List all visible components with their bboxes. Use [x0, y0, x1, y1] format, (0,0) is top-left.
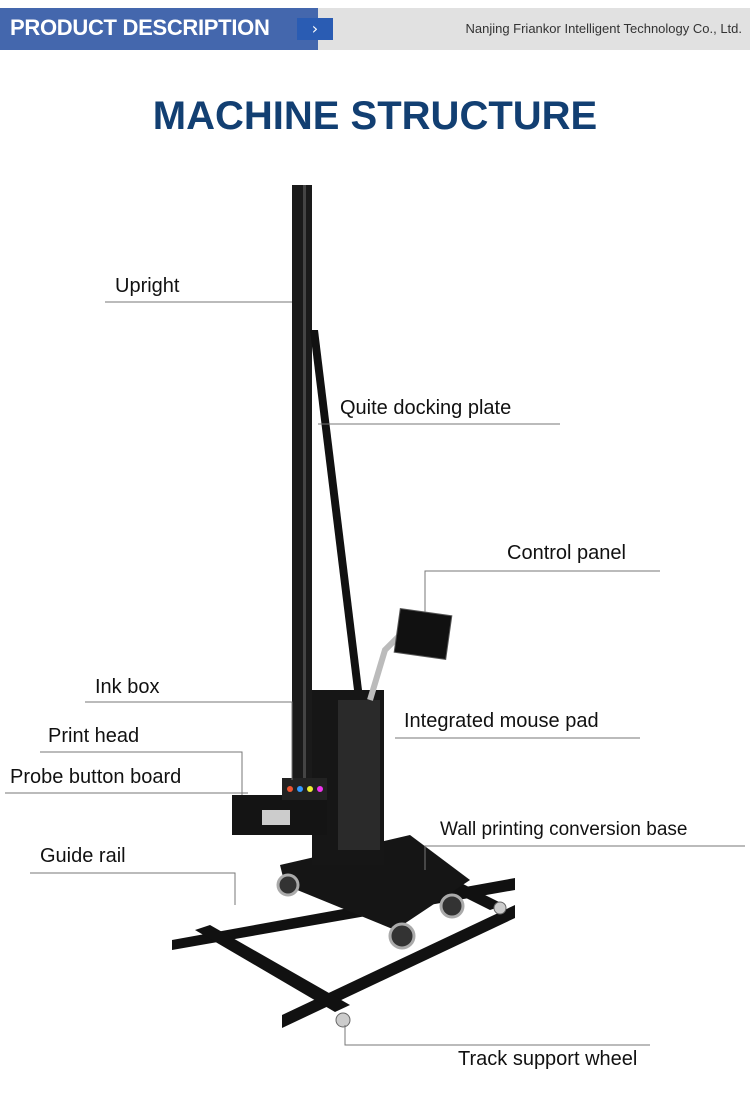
label-conversion-base: Wall printing conversion base — [440, 819, 688, 840]
label-control-panel: Control panel — [507, 542, 626, 564]
label-mouse-pad: Integrated mouse pad — [404, 710, 599, 732]
header-bar: PRODUCT DESCRIPTION › Nanjing Friankor I… — [0, 8, 750, 50]
machine — [172, 185, 515, 1028]
header-title-block: PRODUCT DESCRIPTION — [0, 8, 318, 50]
label-probe-board: Probe button board — [10, 766, 182, 788]
label-docking-plate: Quite docking plate — [340, 397, 512, 419]
label-track-wheel: Track support wheel — [458, 1048, 638, 1070]
company-name: Nanjing Friankor Intelligent Technology … — [465, 21, 742, 36]
docking-plate — [310, 330, 362, 690]
label-guide-rail: Guide rail — [40, 845, 126, 867]
callout-lines — [5, 301, 745, 1046]
chevron-right-icon: › — [297, 18, 333, 40]
track-support-wheel — [335, 1012, 351, 1028]
label-upright: Upright — [115, 275, 180, 297]
ink-box — [282, 778, 327, 800]
page-title: MACHINE STRUCTURE — [152, 94, 598, 138]
label-ink-box: Ink box — [95, 676, 160, 698]
control-panel-screen — [393, 608, 453, 660]
upright — [292, 185, 312, 785]
header-title: PRODUCT DESCRIPTION — [10, 15, 270, 40]
label-print-head: Print head — [48, 725, 140, 747]
